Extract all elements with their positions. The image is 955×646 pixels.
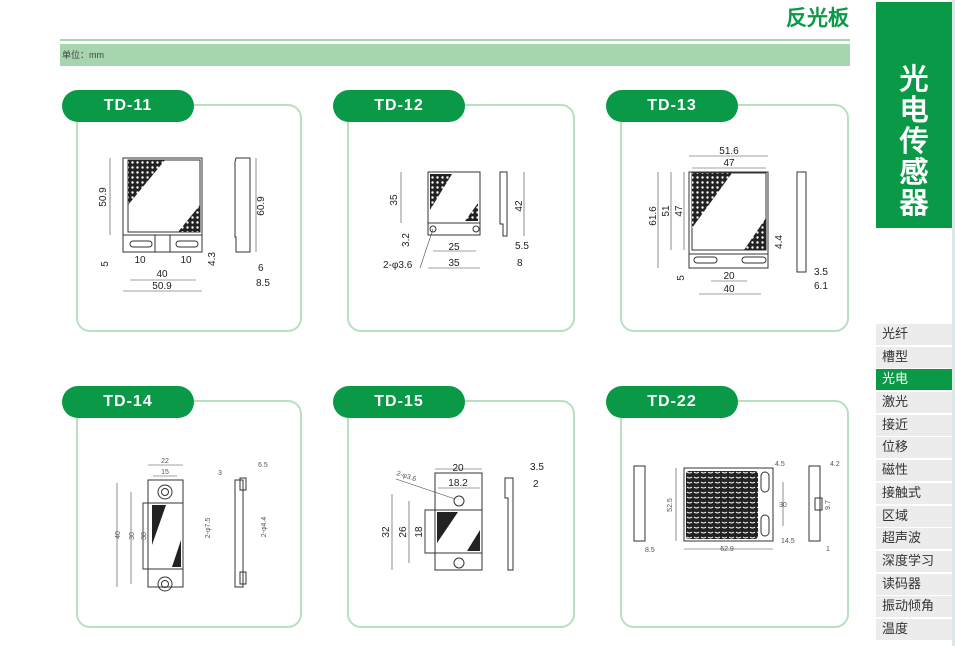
category-char: 电 bbox=[899, 93, 929, 127]
unit-bar: 单位：mm bbox=[60, 44, 850, 66]
nav-item-fiber[interactable]: 光纤 bbox=[876, 324, 952, 345]
dimension-label: 50.9 bbox=[98, 187, 109, 207]
dimension-label: 20 bbox=[723, 271, 735, 282]
dimension-label: 38 bbox=[141, 532, 148, 540]
dimension-label: 35 bbox=[389, 194, 400, 206]
dimension-label: 18.2 bbox=[448, 478, 468, 489]
dimension-label: 5 bbox=[676, 275, 687, 281]
nav-item-slot[interactable]: 槽型 bbox=[876, 346, 952, 368]
dimension-label: 25 bbox=[448, 242, 460, 253]
dimension-label: 8.5 bbox=[645, 547, 655, 554]
dimension-label: 14.5 bbox=[781, 538, 795, 545]
dimension-label: 1 bbox=[826, 546, 830, 553]
category-char: 感 bbox=[899, 155, 929, 189]
dimension-label: 2-φ3.6 bbox=[383, 260, 413, 271]
dimension-label: 22 bbox=[161, 458, 169, 465]
dimension-label: 6.1 bbox=[814, 281, 828, 292]
dimension-label: 4.5 bbox=[775, 461, 785, 468]
nav-item-vibration[interactable]: 振动倾角 bbox=[876, 596, 952, 618]
dimension-label: 30 bbox=[779, 502, 787, 509]
dimension-label: 8 bbox=[517, 258, 523, 269]
dimension-label: 2-φ7.5 bbox=[205, 518, 212, 539]
dimension-label: 40 bbox=[156, 269, 168, 280]
category-char: 光 bbox=[899, 62, 929, 96]
dimension-label: 50.9 bbox=[152, 281, 172, 292]
product-label: TD-12 bbox=[333, 90, 465, 122]
dimension-label: 2 bbox=[533, 479, 539, 490]
dimension-label: 9.7 bbox=[825, 500, 832, 510]
dimension-label: 51 bbox=[661, 205, 672, 217]
dimension-label: 3 bbox=[218, 470, 222, 477]
dimension-label: 62.9 bbox=[720, 546, 734, 553]
dimension-label: 8.5 bbox=[256, 278, 270, 289]
page-edge bbox=[952, 0, 955, 646]
dimension-label: 3.5 bbox=[530, 462, 544, 473]
nav-item-ultrasonic[interactable]: 超声波 bbox=[876, 528, 952, 550]
dimension-label: 51.6 bbox=[719, 146, 739, 157]
nav-item-contact[interactable]: 接触式 bbox=[876, 482, 952, 504]
dimension-label: 60.9 bbox=[256, 196, 267, 216]
nav-item-laser[interactable]: 激光 bbox=[876, 392, 952, 414]
dimension-label: 35 bbox=[448, 258, 460, 269]
dimension-label: 40 bbox=[723, 284, 735, 295]
dimension-label: 42 bbox=[514, 200, 525, 212]
page-title: 反光板 bbox=[786, 6, 849, 30]
dimension-label: 4.3 bbox=[207, 252, 218, 266]
dimension-label: 18 bbox=[414, 526, 425, 538]
dimension-label: 52.5 bbox=[667, 498, 674, 512]
nav-item-temperature[interactable]: 温度 bbox=[876, 618, 952, 640]
dimension-label: 4.4 bbox=[774, 235, 785, 249]
dimension-label: 6 bbox=[258, 263, 264, 274]
dimension-label: 32 bbox=[381, 526, 392, 538]
dimension-label: 10 bbox=[180, 255, 192, 266]
category-header: 光 电 传 感 器 bbox=[876, 2, 952, 228]
dimension-label: 40 bbox=[115, 531, 122, 539]
product-label: TD-22 bbox=[606, 386, 738, 418]
dimension-label: 4.2 bbox=[830, 461, 840, 468]
nav-item-photoelectric[interactable]: 光电 bbox=[876, 369, 952, 391]
dimension-label: 30 bbox=[129, 532, 136, 540]
drawing-td-13: 51.6 47 61.6 51 47 4.4 5 20 40 3.5 6.1 bbox=[648, 146, 828, 295]
nav-item-proximity[interactable]: 接近 bbox=[876, 414, 952, 436]
dimension-label: 6.5 bbox=[258, 462, 268, 469]
nav-item-area[interactable]: 区域 bbox=[876, 505, 952, 527]
dimension-label: 15 bbox=[161, 469, 169, 476]
category-char: 传 bbox=[899, 124, 929, 158]
product-label: TD-15 bbox=[333, 386, 465, 418]
dimension-label: 26 bbox=[398, 526, 409, 538]
drawing-td-11: 50.9 5 10 10 40 50.9 4.3 60.9 6 8.5 bbox=[98, 157, 270, 292]
dimension-label: 2-φ3.6 bbox=[395, 470, 417, 483]
dimension-label: 2-φ4.4 bbox=[261, 517, 268, 538]
dimension-label: 3.5 bbox=[814, 267, 828, 278]
nav-item-code-reader[interactable]: 读码器 bbox=[876, 573, 952, 595]
dimension-label: 5 bbox=[100, 261, 111, 267]
dimension-label: 61.6 bbox=[648, 206, 659, 226]
side-nav: 光纤 槽型 光电 激光 接近 位移 磁性 接触式 区域 超声波 深度学习 读码器… bbox=[876, 324, 952, 642]
product-label: TD-11 bbox=[62, 90, 194, 122]
dimension-label: 20 bbox=[452, 463, 464, 474]
product-label: TD-14 bbox=[62, 386, 194, 418]
divider bbox=[60, 39, 850, 41]
product-label: TD-13 bbox=[606, 90, 738, 122]
dimension-label: 10 bbox=[134, 255, 146, 266]
drawing-td-14: 22 15 40 30 38 2-φ7.5 2-φ4.4 3 6.5 bbox=[115, 458, 268, 592]
nav-item-magnetic[interactable]: 磁性 bbox=[876, 460, 952, 482]
drawing-td-22: 8.5 52.5 62.9 4.5 30 14.5 4.2 9.7 1 bbox=[633, 461, 840, 554]
dimension-label: 3.2 bbox=[401, 233, 412, 247]
dimension-label: 47 bbox=[723, 158, 735, 169]
category-char: 器 bbox=[899, 186, 929, 220]
drawing-td-12: 35 3.2 25 35 2-φ3.6 42 5.5 8 bbox=[383, 171, 529, 271]
nav-item-deep-learning[interactable]: 深度学习 bbox=[876, 550, 952, 572]
dimension-label: 47 bbox=[674, 205, 685, 217]
dimension-label: 5.5 bbox=[515, 241, 529, 252]
drawing-td-15: 20 18.2 32 26 18 2-φ3.6 3.5 2 bbox=[381, 462, 544, 571]
nav-item-displacement[interactable]: 位移 bbox=[876, 437, 952, 459]
